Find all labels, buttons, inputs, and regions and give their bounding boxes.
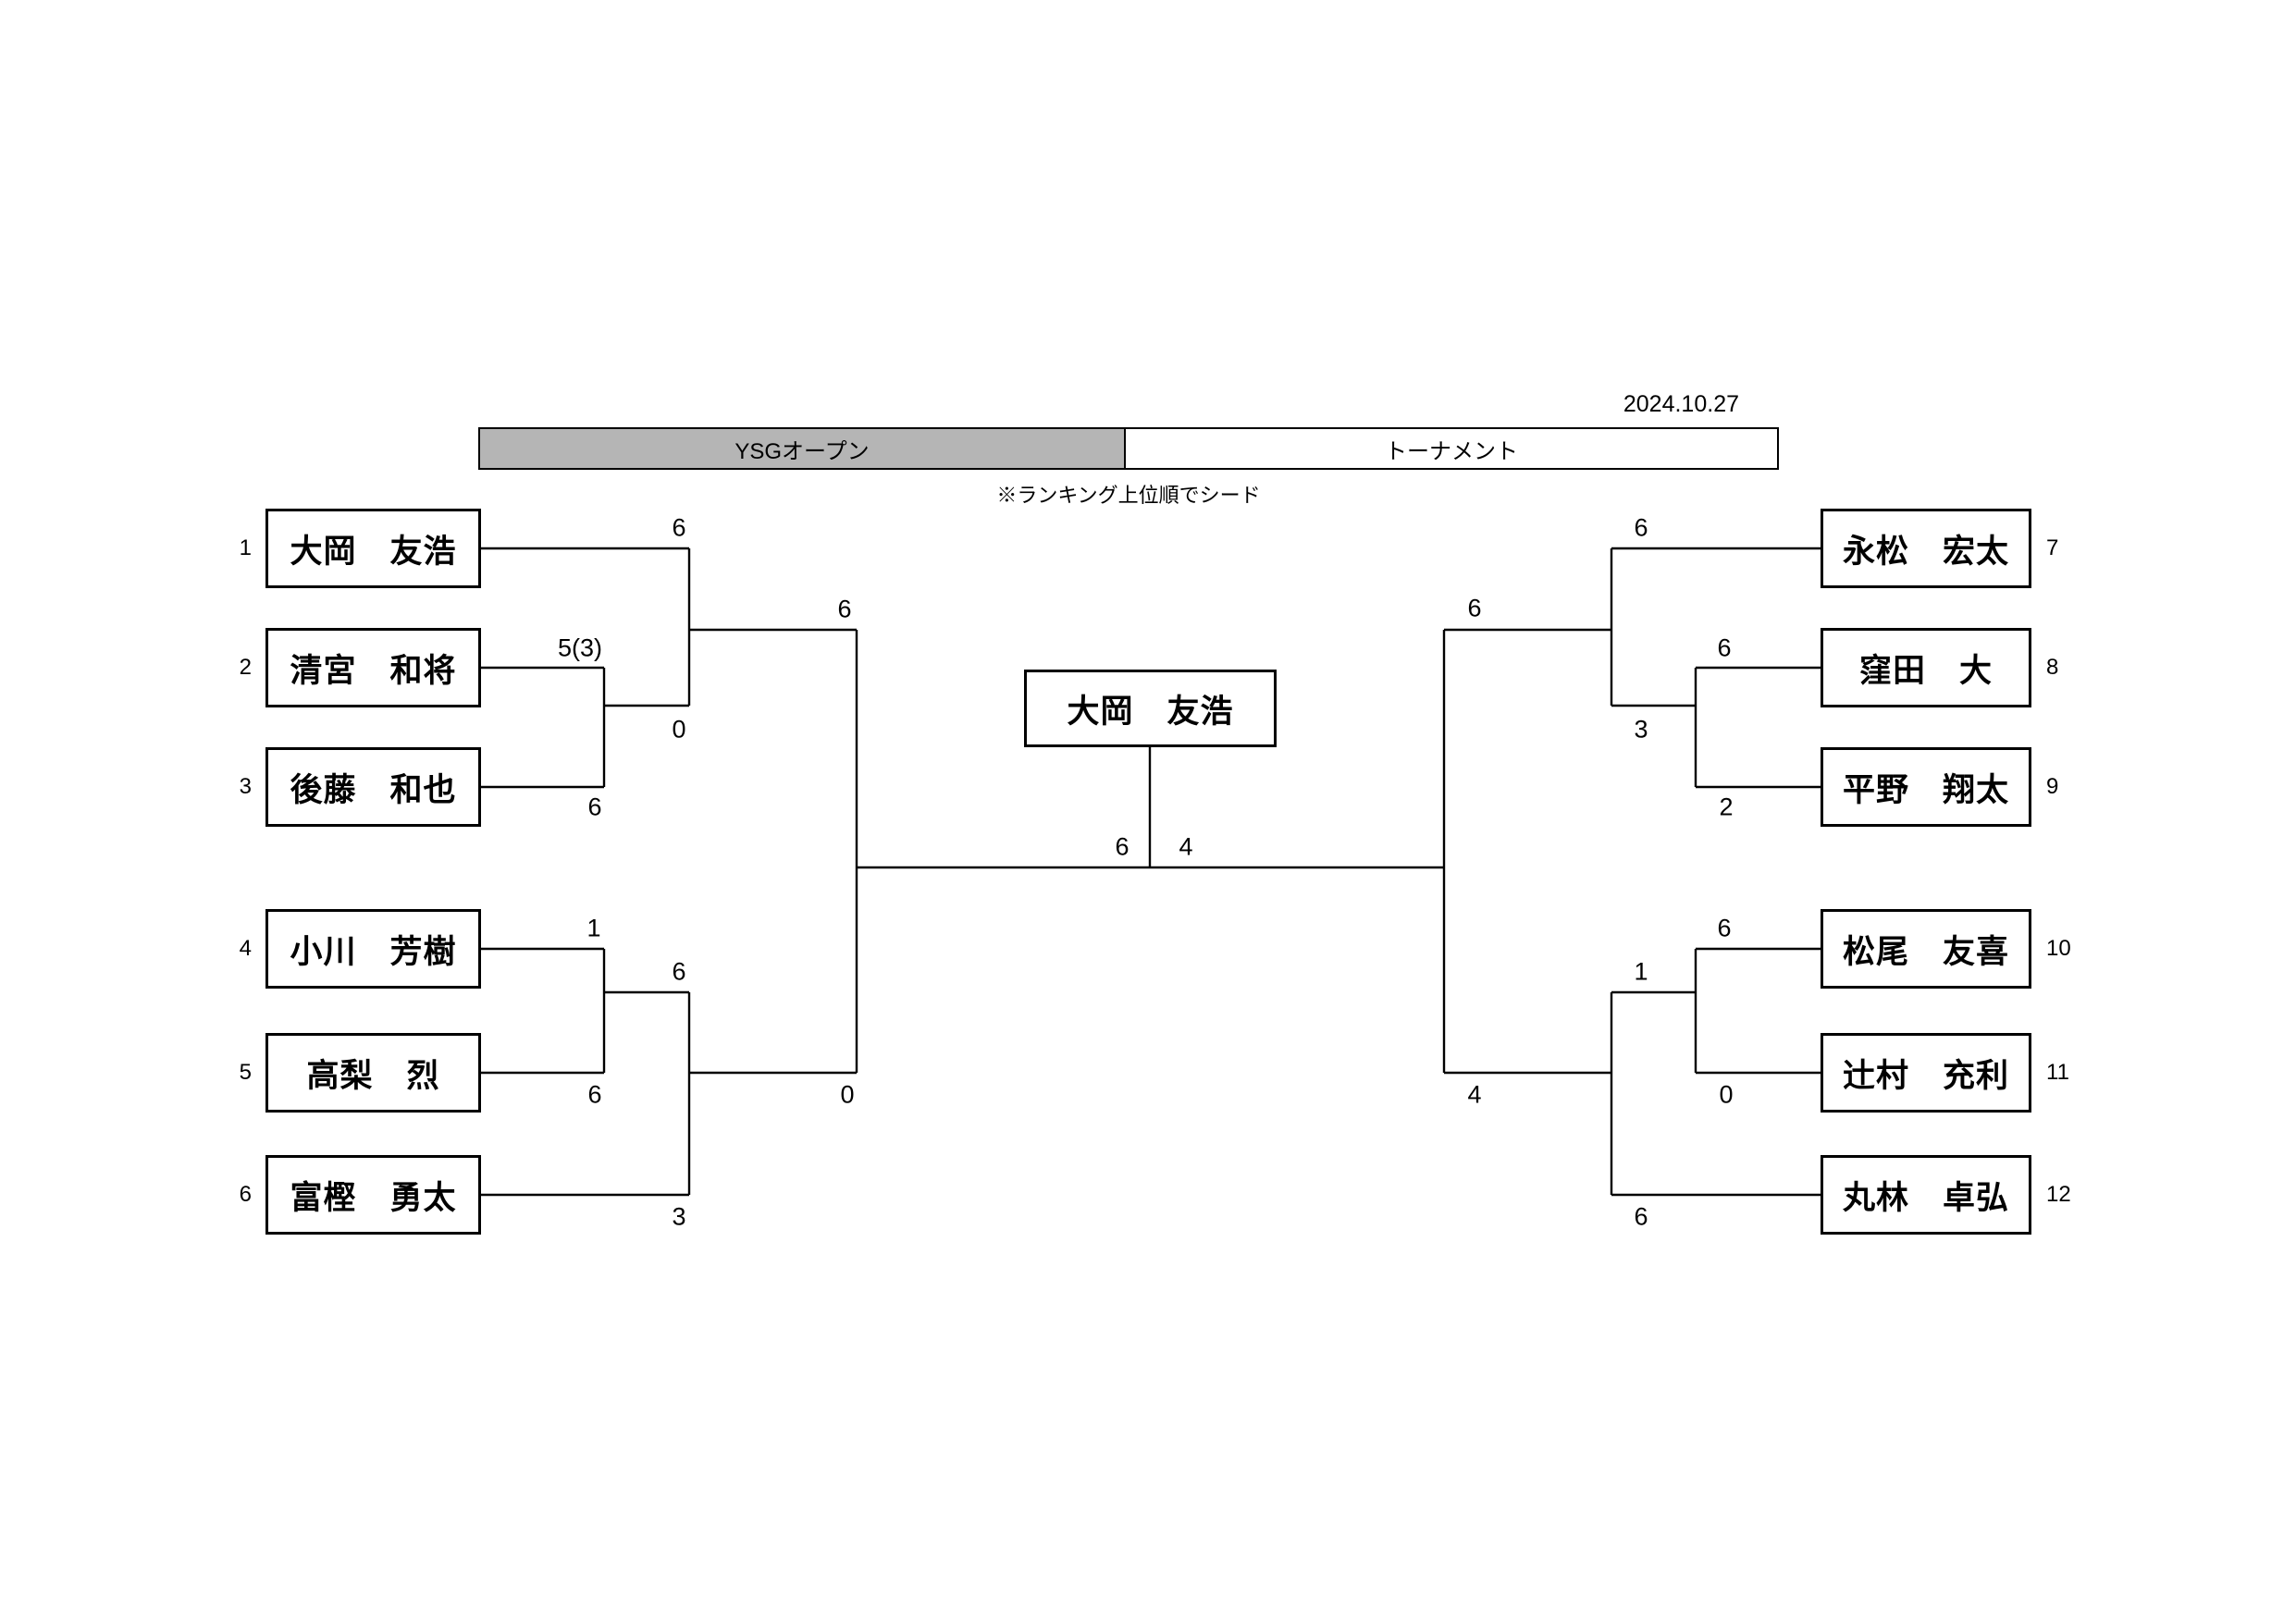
player-name: 小川 芳樹 [290, 933, 457, 970]
score-l-qf-b-bottom: 3 [672, 1202, 686, 1231]
event-name: YSGオープン [734, 438, 870, 464]
score-l-r1-b-top: 1 [586, 914, 601, 942]
player-box-seed-3: 後藤 和也 [265, 747, 481, 827]
score-r-r1-d-bottom: 0 [1719, 1080, 1734, 1109]
score-l-qf-b-top: 6 [672, 957, 686, 986]
score-final-left: 6 [1115, 832, 1129, 861]
score-r-qf-d-top: 1 [1634, 957, 1648, 986]
seed-number-1: 1 [239, 535, 252, 560]
seed-number-5: 5 [239, 1060, 252, 1085]
champion-name: 大岡 友浩 [1067, 693, 1234, 730]
score-l-qf-a-top: 6 [672, 513, 686, 542]
date-label: 2024.10.27 [1623, 391, 1739, 417]
player-name: 松尾 友喜 [1842, 933, 2009, 970]
seed-number-10: 10 [2046, 936, 2071, 961]
seed-number-6: 6 [239, 1182, 252, 1207]
event-name-cell: YSGオープン [480, 429, 1126, 468]
player-box-seed-4: 小川 芳樹 [265, 909, 481, 989]
sheet-type-cell: トーナメント [1126, 429, 1777, 468]
player-name: 後藤 和也 [290, 771, 457, 808]
seeding-note: ※ランキング上位順でシード [996, 484, 1261, 507]
seed-number-8: 8 [2046, 655, 2059, 680]
seed-number-7: 7 [2046, 535, 2059, 560]
seed-number-3: 3 [239, 774, 252, 799]
champion-box: 大岡 友浩 [1024, 670, 1277, 747]
player-name: 丸林 卓弘 [1842, 1179, 2009, 1216]
seed-number-4: 4 [239, 936, 252, 961]
player-box-seed-7: 永松 宏太 [1821, 509, 2031, 588]
player-box-seed-12: 丸林 卓弘 [1821, 1155, 2031, 1235]
player-name: 大岡 友浩 [290, 533, 457, 570]
player-box-seed-10: 松尾 友喜 [1821, 909, 2031, 989]
score-r-sf-bottom: 4 [1467, 1080, 1482, 1109]
score-l-r1-b-bottom: 6 [587, 1080, 602, 1109]
connector-line [481, 547, 1821, 1197]
seed-number-12: 12 [2046, 1182, 2071, 1207]
score-r-r1-c-top: 6 [1717, 633, 1732, 662]
score-l-r1-a-bottom: 6 [587, 793, 602, 821]
player-box-seed-9: 平野 翔太 [1821, 747, 2031, 827]
score-r-qf-c-top: 6 [1634, 513, 1648, 542]
player-name: 永松 宏太 [1842, 533, 2009, 570]
score-final-right: 4 [1179, 832, 1193, 861]
seed-number-2: 2 [239, 655, 252, 680]
player-box-seed-11: 辻村 充利 [1821, 1033, 2031, 1113]
score-r-r1-c-bottom: 2 [1719, 793, 1734, 821]
player-box-seed-1: 大岡 友浩 [265, 509, 481, 588]
player-box-seed-2: 清宮 和将 [265, 628, 481, 707]
score-r-sf-top: 6 [1467, 594, 1482, 622]
score-r-r1-d-top: 6 [1717, 914, 1732, 942]
player-name: 平野 翔太 [1842, 771, 2009, 808]
seed-number-11: 11 [2046, 1060, 2069, 1085]
player-name: 辻村 充利 [1842, 1057, 2009, 1094]
player-box-seed-8: 窪田 大 [1821, 628, 2031, 707]
score-l-r1-a-top: 5(3) [557, 633, 603, 662]
score-r-qf-c-bottom: 3 [1634, 715, 1648, 744]
player-name: 窪田 大 [1858, 652, 1993, 689]
player-name: 高梨 烈 [306, 1057, 440, 1094]
sheet-type: トーナメント [1385, 438, 1518, 464]
score-r-qf-d-bottom: 6 [1634, 1202, 1648, 1231]
title-bar: YSGオープン トーナメント [478, 427, 1779, 470]
player-box-seed-6: 富樫 勇太 [265, 1155, 481, 1235]
score-l-sf-top: 6 [837, 595, 852, 623]
seed-number-9: 9 [2046, 774, 2059, 799]
player-name: 富樫 勇太 [290, 1179, 457, 1216]
player-box-seed-5: 高梨 烈 [265, 1033, 481, 1113]
score-l-qf-a-bottom: 0 [672, 715, 686, 744]
player-name: 清宮 和将 [290, 652, 457, 689]
score-l-sf-bottom: 0 [840, 1080, 855, 1109]
